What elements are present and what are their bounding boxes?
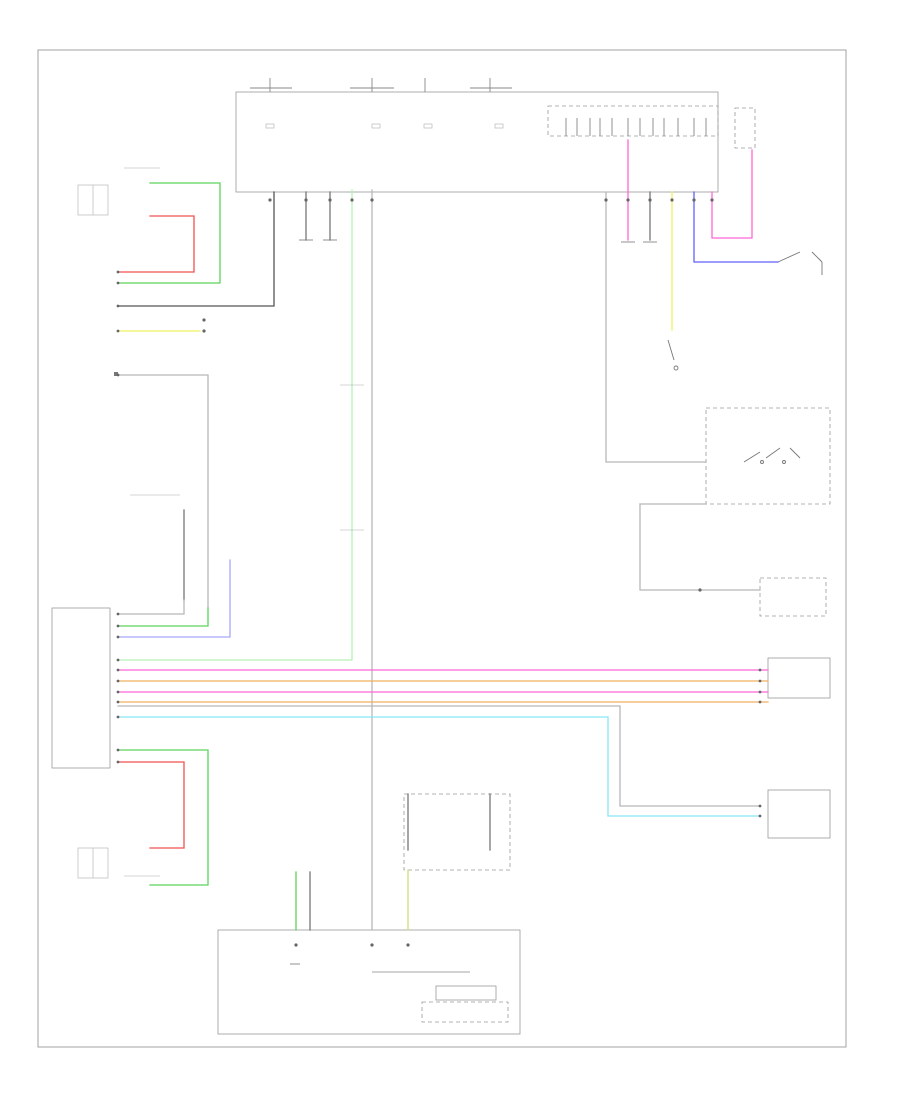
parking-brake-switch: [667, 339, 679, 371]
left-front-door-unit-box: [767, 789, 831, 839]
combination-switch-box: [705, 407, 831, 505]
right-top-sensor-box: [734, 107, 756, 149]
bottom-module: [217, 793, 521, 1035]
diagram-frame: [37, 49, 847, 1048]
left-lower-connector: [77, 847, 109, 879]
right-front-door-unit-box: [767, 657, 831, 699]
connector-pins: [116, 198, 762, 947]
left-upper-connector: [77, 184, 109, 216]
top-fuse-stubs: [250, 78, 512, 92]
left-ground-tick: [114, 372, 118, 376]
left-module-box: [51, 607, 111, 769]
instrument-cluster-box: [759, 577, 827, 617]
door-switch: [777, 251, 823, 275]
wire-id-marks: [124, 167, 364, 877]
ground-symbols: [299, 239, 657, 243]
main-ecu-block: [235, 91, 719, 193]
wiring: [117, 139, 779, 931]
combination-switch-contacts: [743, 447, 801, 464]
